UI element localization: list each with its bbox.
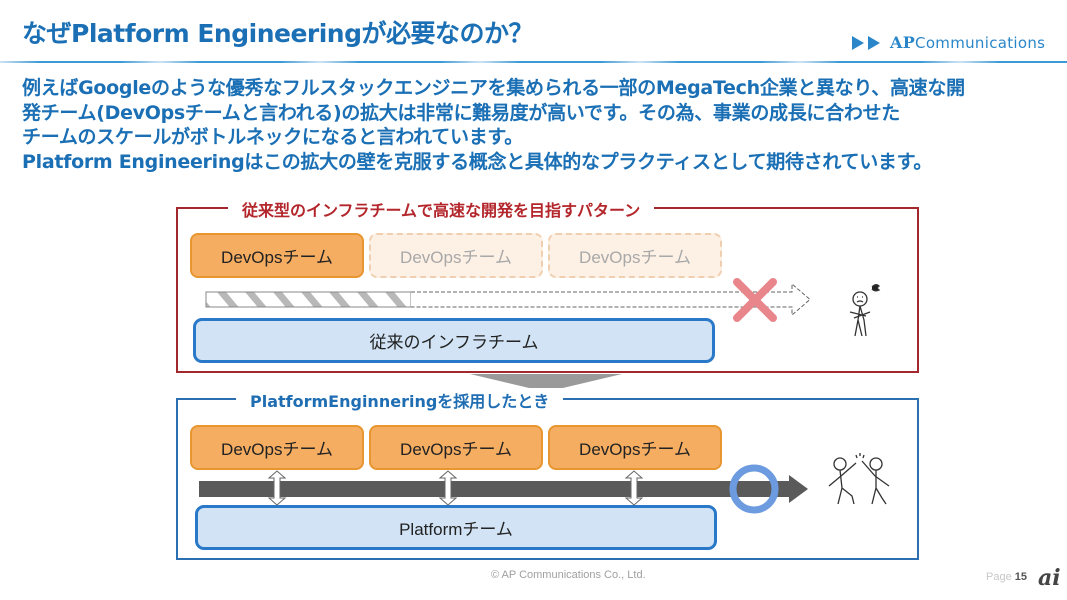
play-arrow-icon [868,35,880,50]
traditional-panel-title: 従来型のインフラチームで高速な開発を目指すパターン [228,197,655,221]
slide-title: なぜPlatform Engineeringが必要なのか？ [22,19,534,48]
company-logo: APCommunications [852,33,1045,52]
body-line: 発チーム(DevOpsチームと言われる)の拡大は非常に難易度が高いです。その為、… [22,101,900,124]
cross-icon [733,278,777,322]
play-arrow-icon [852,35,864,50]
body-line: チームのスケールがボトルネックになると言われています。 [22,126,523,148]
title-divider [0,61,1067,63]
circle-icon [729,464,779,514]
body-line: Platform Engineeringはこの拡大の壁を克服する概念と具体的なプ… [22,150,933,173]
copyright-text: © AP Communications Co., Ltd. [491,569,646,581]
bidirectional-arrow [267,470,287,506]
page-number: 15 [1014,571,1027,583]
platform-team-box: Platformチーム [195,505,717,550]
traditional-pattern-panel: 従来型のインフラチームで高速な開発を目指すパターン [176,197,919,373]
bidirectional-arrow [438,470,458,506]
body-paragraph: 例えばGoogleのような優秀なフルスタックエンジニアを集められる一部のMega… [22,76,1067,174]
frustrated-person-icon [849,284,881,337]
devops-team-box: DevOpsチーム [548,425,722,470]
blocked-progress-arrow [205,282,811,317]
logo-text: APCommunications [890,33,1046,52]
platform-panel-title: PlatformEnginneringを採用したとき [236,388,564,412]
legacy-infra-team-box: 従来のインフラチーム [193,318,715,363]
devops-team-box-ghost: DevOpsチーム [369,233,543,278]
body-line: 例えばGoogleのような優秀なフルスタックエンジニアを集められる一部のMega… [22,77,965,99]
bidirectional-arrow [624,470,644,506]
platform-pattern-panel: PlatformEnginneringを採用したとき [176,388,919,560]
progress-arrow [199,475,808,503]
devops-team-box: DevOpsチーム [369,425,543,470]
transition-arrow [470,374,622,392]
watermark-logo: ai [1038,565,1061,591]
high-five-people-icon [828,453,890,505]
devops-team-box: DevOpsチーム [190,425,364,470]
devops-team-box: DevOpsチーム [190,233,364,278]
devops-team-box-ghost: DevOpsチーム [548,233,722,278]
